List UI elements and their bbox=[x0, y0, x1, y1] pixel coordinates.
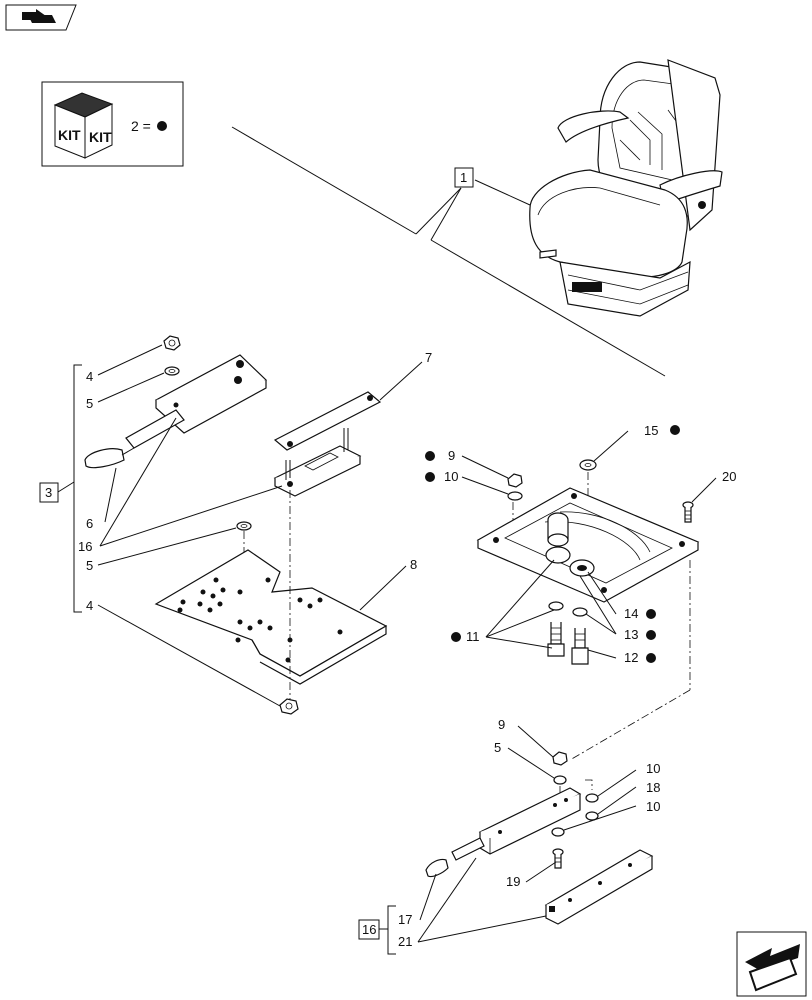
kit-dot-11 bbox=[451, 632, 461, 642]
callout-9-top: 9 bbox=[448, 448, 455, 463]
callout-16-lever: 16 bbox=[78, 539, 92, 554]
callout-1: 1 bbox=[460, 170, 467, 185]
callout-16-rail: 16 bbox=[362, 922, 376, 937]
washer-5-rail bbox=[553, 775, 567, 785]
callout-11: 11 bbox=[466, 629, 480, 644]
kit-legend-text: 2 = bbox=[131, 118, 151, 134]
washer-10 bbox=[507, 491, 523, 501]
callout-12: 12 bbox=[624, 650, 638, 665]
kit-dot-9 bbox=[425, 451, 435, 461]
kit-dot-14 bbox=[646, 609, 656, 619]
washer-11 bbox=[548, 601, 564, 611]
flat-bar-7 bbox=[273, 391, 382, 451]
callout-5-top: 5 bbox=[86, 396, 93, 411]
callout-5-lower: 5 bbox=[86, 558, 93, 573]
kit-legend: KIT KIT 2 = bbox=[41, 81, 184, 167]
washer-10-rail bbox=[585, 793, 599, 803]
kit-dot-10 bbox=[425, 472, 435, 482]
kit-dot-12 bbox=[646, 653, 656, 663]
seat-assembly bbox=[529, 59, 723, 317]
callout-10-rail: 10 bbox=[646, 761, 660, 776]
callout-9-rail: 9 bbox=[498, 717, 505, 732]
callout-18: 18 bbox=[646, 780, 660, 795]
bolt-19 bbox=[552, 848, 564, 869]
group-3-box-label bbox=[39, 482, 59, 503]
washer-5-lower bbox=[236, 521, 252, 531]
swivel-base bbox=[461, 430, 717, 761]
callout-10-top: 10 bbox=[444, 469, 458, 484]
washer-13 bbox=[572, 607, 588, 617]
rail-assembly: 16 bbox=[358, 725, 654, 955]
callout-20: 20 bbox=[722, 469, 736, 484]
washer-10-lower bbox=[551, 827, 565, 837]
callout-7: 7 bbox=[425, 350, 432, 365]
kit-dot-icon bbox=[157, 121, 167, 131]
callout-13: 13 bbox=[624, 627, 638, 642]
callout-4-top: 4 bbox=[86, 369, 93, 384]
callout-10-lower: 10 bbox=[646, 799, 660, 814]
callout-4-bottom: 4 bbox=[86, 598, 93, 613]
nut-9 bbox=[507, 473, 523, 488]
callout-8: 8 bbox=[410, 557, 417, 572]
callout-15: 15 bbox=[644, 423, 658, 438]
washer-15 bbox=[579, 459, 597, 471]
callout-21: 21 bbox=[398, 934, 412, 949]
release-lever bbox=[125, 409, 185, 449]
washer-5-top bbox=[164, 366, 180, 376]
bolt-20 bbox=[682, 501, 694, 523]
kit-label-right: KIT bbox=[89, 129, 112, 145]
seat-box-label bbox=[454, 167, 474, 188]
callout-5-rail: 5 bbox=[494, 740, 501, 755]
seat-leader-lines bbox=[231, 126, 666, 377]
group-3-bracket: 3 bbox=[39, 335, 423, 715]
callout-3: 3 bbox=[45, 485, 52, 500]
bolt-12 bbox=[571, 628, 589, 665]
base-plate-holes bbox=[177, 577, 343, 663]
next-page-arrow-icon[interactable] bbox=[736, 931, 807, 997]
nut-4-bottom bbox=[279, 698, 299, 715]
nut-9-rail bbox=[552, 751, 568, 766]
kit-box-icon: KIT KIT bbox=[53, 92, 114, 159]
nut-4-top bbox=[163, 335, 181, 351]
callout-19: 19 bbox=[506, 874, 520, 889]
book-arrow-icon[interactable] bbox=[5, 4, 77, 31]
callout-17: 17 bbox=[398, 912, 412, 927]
bolt-11 bbox=[547, 622, 565, 657]
kit-dot-13 bbox=[646, 630, 656, 640]
base-plate-8 bbox=[154, 549, 388, 677]
kit-label-left: KIT bbox=[58, 127, 81, 143]
nut-18 bbox=[585, 811, 599, 821]
callout-14: 14 bbox=[624, 606, 638, 621]
kit-dot-15 bbox=[670, 425, 680, 435]
callout-6: 6 bbox=[86, 516, 93, 531]
